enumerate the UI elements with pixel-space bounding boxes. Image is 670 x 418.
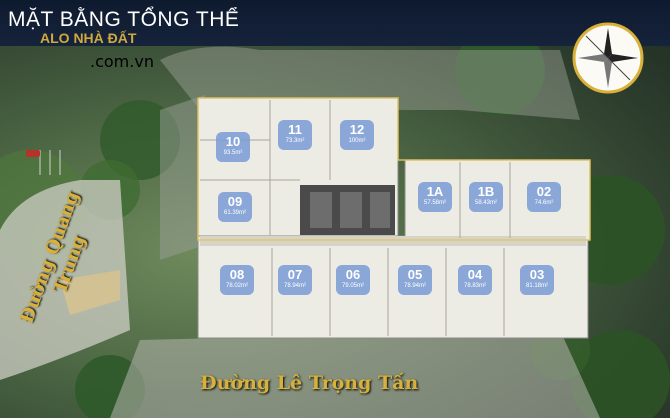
unit-badge-bg xyxy=(469,182,503,212)
unit-number: 09 xyxy=(227,194,243,209)
unit-09[interactable]: 09 61.39m² xyxy=(213,194,257,217)
unit-area: 78.83m² xyxy=(463,283,486,289)
unit-badge-bg xyxy=(418,182,452,212)
watermark-domain: .com.vn xyxy=(90,52,154,71)
unit-badge-bg xyxy=(527,182,561,212)
unit-number: 05 xyxy=(407,267,423,282)
unit-area: 74.6m² xyxy=(534,200,554,206)
unit-number: 1B xyxy=(477,184,495,199)
unit-number: 12 xyxy=(349,122,365,137)
unit-badge-bg xyxy=(520,265,554,295)
unit-number: 06 xyxy=(345,267,361,282)
unit-number: 08 xyxy=(229,267,245,282)
unit-area: 58.43m² xyxy=(474,200,497,206)
unit-04[interactable]: 04 78.83m² xyxy=(453,267,497,290)
unit-area: 78.94m² xyxy=(403,283,426,289)
unit-number: 03 xyxy=(529,267,545,282)
unit-12[interactable]: 12 100m² xyxy=(335,122,379,145)
unit-badge-bg xyxy=(278,265,312,295)
unit-number: 04 xyxy=(467,267,483,282)
unit-badge-bg xyxy=(340,120,374,150)
unit-badge-bg xyxy=(220,265,254,295)
unit-badge-bg xyxy=(218,192,252,222)
header-bar: MẶT BẰNG TỔNG THỂ ALO NHÀ ĐẤT xyxy=(0,0,670,46)
compass-rose-icon xyxy=(572,22,644,94)
unit-1b[interactable]: 1B 58.43m² xyxy=(464,184,508,207)
unit-badge-bg xyxy=(398,265,432,295)
unit-area: 57.58m² xyxy=(423,200,446,206)
unit-number: 02 xyxy=(536,184,552,199)
page-title: MẶT BẰNG TỔNG THỂ xyxy=(8,8,240,31)
unit-11[interactable]: 11 73.3m² xyxy=(273,122,317,145)
unit-number: 07 xyxy=(287,267,303,282)
unit-08[interactable]: 08 78.02m² xyxy=(215,267,259,290)
unit-badge-bg xyxy=(278,120,312,150)
unit-area: 61.39m² xyxy=(223,210,246,216)
unit-10[interactable]: 10 93.5m² xyxy=(211,134,255,157)
unit-number: 11 xyxy=(288,122,302,137)
unit-07[interactable]: 07 78.94m² xyxy=(273,267,317,290)
unit-number: 10 xyxy=(225,134,241,149)
unit-03[interactable]: 03 81.18m² xyxy=(515,267,559,290)
unit-area: 100m² xyxy=(348,138,366,144)
unit-area: 78.02m² xyxy=(225,283,248,289)
unit-06[interactable]: 06 79.05m² xyxy=(331,267,375,290)
watermark-logo: ALO NHÀ ĐẤT xyxy=(40,30,137,46)
unit-area: 73.3m² xyxy=(285,138,305,144)
unit-05[interactable]: 05 78.94m² xyxy=(393,267,437,290)
unit-1a[interactable]: 1A 57.58m² xyxy=(413,184,457,207)
unit-area: 79.05m² xyxy=(341,283,364,289)
unit-area: 78.94m² xyxy=(283,283,306,289)
unit-badge-bg xyxy=(458,265,492,295)
unit-area: 81.18m² xyxy=(525,283,548,289)
unit-area: 93.5m² xyxy=(223,150,243,156)
unit-badge-bg xyxy=(336,265,370,295)
road-label-le-trong-tan: Đường Lê Trọng Tấn xyxy=(200,372,419,394)
unit-number: 1A xyxy=(426,184,444,199)
unit-badge-bg xyxy=(216,132,250,162)
unit-02[interactable]: 02 74.6m² xyxy=(522,184,566,207)
